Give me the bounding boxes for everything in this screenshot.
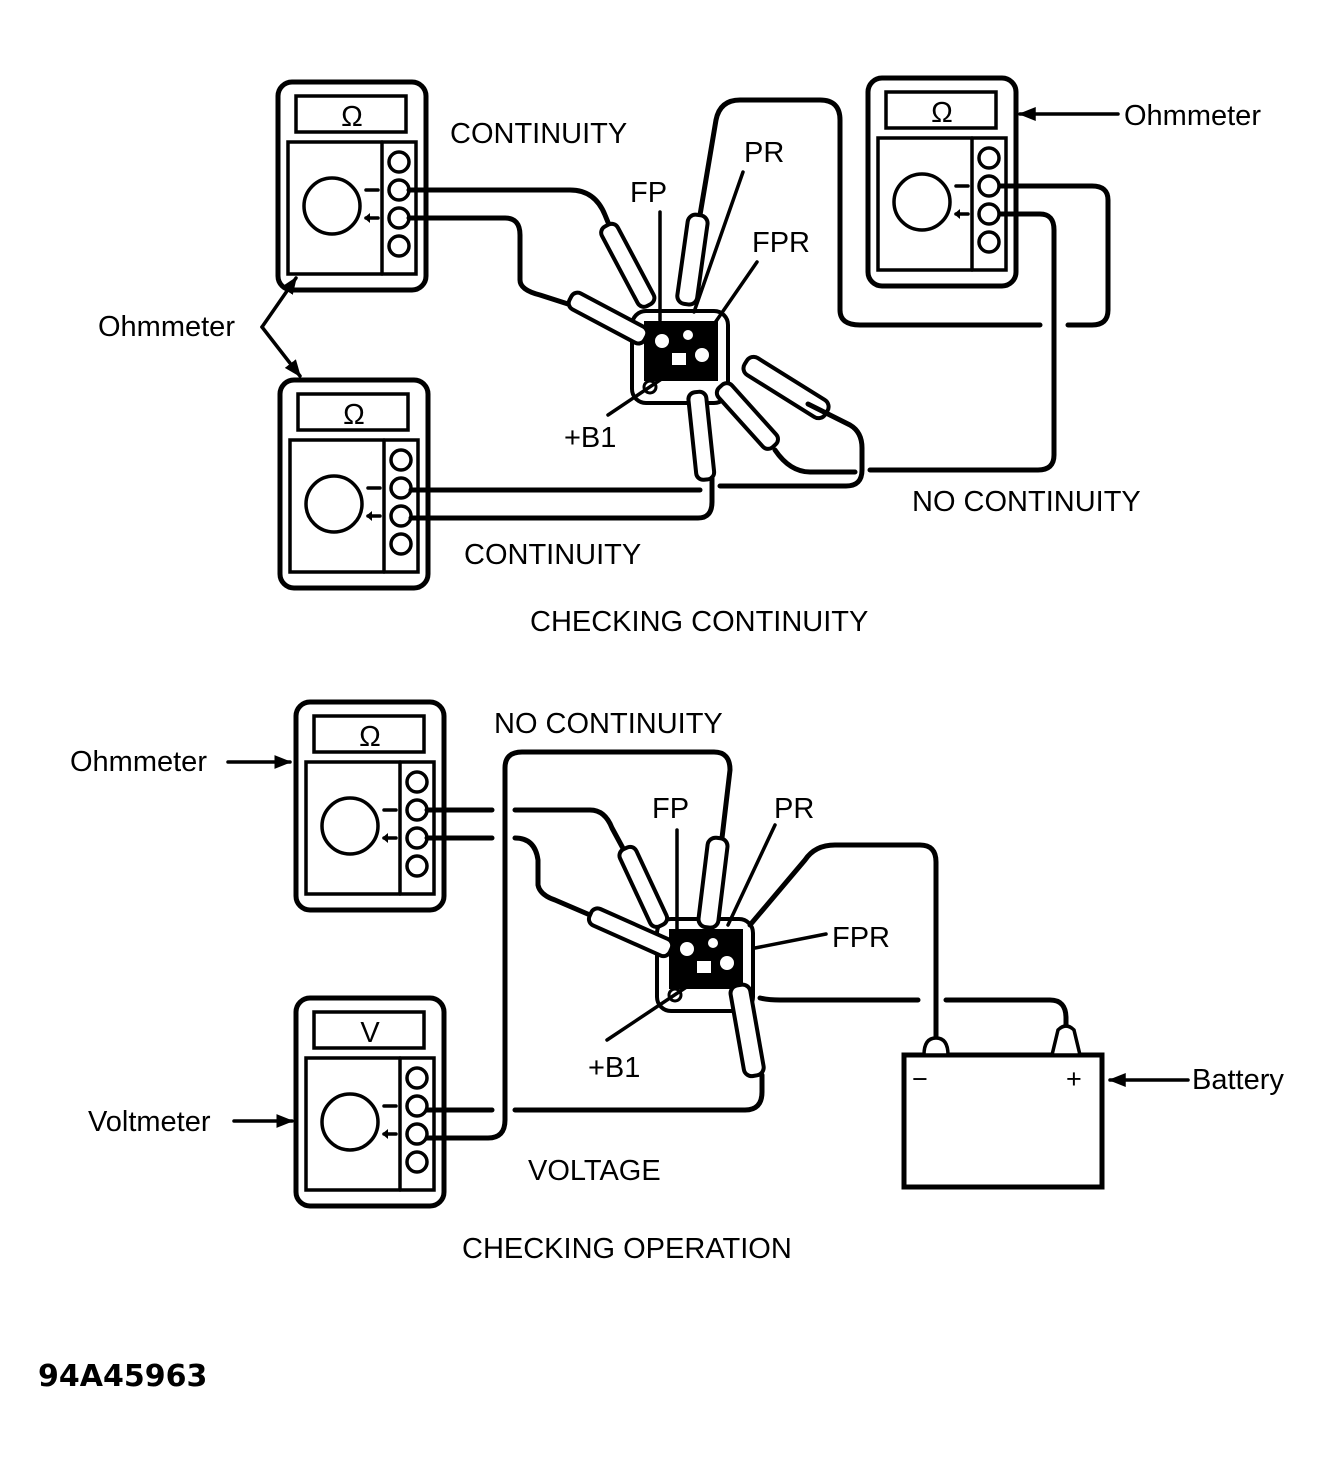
battery-label: Battery [1192,1064,1284,1096]
top-panel: Ω Ω Ω [98,78,1261,638]
volt-symbol: V [360,1017,380,1049]
probe [686,389,717,482]
no-continuity-label: NO CONTINUITY [494,708,723,740]
fp-label: FP [652,793,689,825]
continuity-label: CONTINUITY [450,118,627,150]
positive-sign: + [1066,1064,1082,1094]
b1-label: +B1 [564,422,616,454]
ohm-symbol: Ω [931,97,953,129]
panel-caption: CHECKING OPERATION [462,1233,792,1265]
continuity-label: CONTINUITY [464,539,641,571]
probe [566,290,650,346]
ohmmeter-label: Ohmmeter [98,311,235,343]
arrow-icon [260,325,302,378]
battery-positive-terminal [1049,1024,1083,1057]
wire [406,187,615,235]
pr-label: PR [774,793,814,825]
battery: − + [901,1024,1105,1190]
wire [757,995,921,1003]
wire [512,835,593,918]
ohmmeter-label: Ohmmeter [1124,100,1261,132]
wire [406,215,571,307]
negative-sign: − [912,1064,928,1094]
wire [867,211,1057,473]
b1-label: +B1 [588,1052,640,1084]
wire [997,183,1111,328]
wire [424,749,733,1141]
voltmeter-label: Voltmeter [88,1106,211,1138]
probe [696,835,730,930]
leader-pr [692,170,745,314]
wire [697,97,1043,328]
wire [943,997,1069,1035]
ohmmeter-top-left: Ω [278,82,426,290]
wire [747,842,939,1043]
fpr-label: FPR [752,227,810,259]
fp-label: FP [630,177,667,209]
leader-fpr [753,932,828,950]
probe [617,844,670,929]
battery-negative-terminal [922,1036,950,1057]
ohm-symbol: Ω [341,101,363,133]
probe [675,212,710,307]
ohmmeter: Ω [296,702,444,910]
no-continuity-label: NO CONTINUITY [912,486,1141,518]
wire [512,807,628,855]
voltage-label: VOLTAGE [528,1155,661,1187]
wire [772,447,858,475]
ohmmeter-label: Ohmmeter [70,746,207,778]
wire [717,401,865,489]
leader-b1 [605,984,690,1042]
ohm-symbol: Ω [343,399,365,431]
probe [728,982,766,1079]
bottom-panel: Ω V − + [70,702,1284,1265]
panel-caption: CHECKING CONTINUITY [530,606,868,638]
leader-pr [726,823,777,927]
leader-fpr [708,260,759,332]
ohm-symbol: Ω [359,721,381,753]
voltmeter: V [296,998,444,1206]
ohmmeter-right: Ω [868,78,1016,286]
ohmmeter-bottom-left: Ω [280,380,428,588]
arrow-icon [260,276,298,329]
leader-b1 [606,370,674,417]
pr-label: PR [744,137,784,169]
fpr-label: FPR [832,922,890,954]
wire [408,475,715,521]
probe [599,221,657,309]
wire [512,1072,765,1113]
figure-code: 94A45963 [38,1359,207,1394]
probe [714,381,780,451]
probe [586,906,675,959]
